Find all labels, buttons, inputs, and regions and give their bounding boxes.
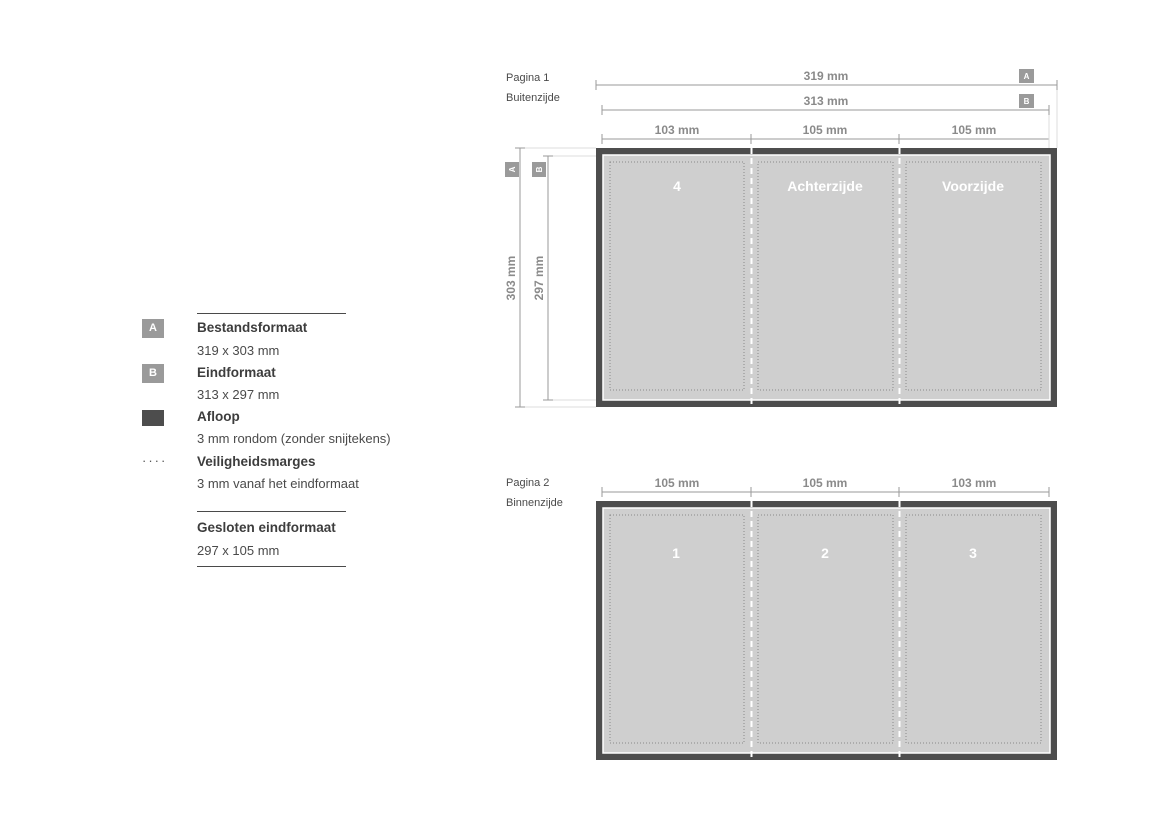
page1-badge-b <box>1019 94 1034 108</box>
page1-safety-margins <box>609 161 1042 391</box>
legend-final-format-title: Eindformaat <box>197 365 276 380</box>
page1-width-1: 103 mm <box>655 123 700 137</box>
page2-safety-margins <box>609 514 1042 744</box>
page1-dimension-lines <box>515 80 1058 408</box>
page1-side-badge-b <box>532 162 546 177</box>
page1-dim-a-label: 319 mm <box>804 69 849 83</box>
page2-panel-3-label: 3 <box>969 545 977 561</box>
badge-a: A <box>142 319 164 338</box>
page1-panel-3-label: Voorzijde <box>942 178 1004 194</box>
page1-badge-a-text: A <box>1024 72 1030 81</box>
page2-title: Pagina 2 <box>506 477 550 489</box>
legend-final-format-desc: 313 x 297 mm <box>197 387 280 402</box>
page2-final-format <box>602 507 1051 754</box>
legend-closed-desc: 297 x 105 mm <box>197 543 280 558</box>
page1-width-2: 105 mm <box>803 123 848 137</box>
page2-width-2: 105 mm <box>803 476 848 490</box>
page1-height-b: 297 mm <box>532 256 546 301</box>
page1-final-format <box>602 154 1051 401</box>
page1-side-badge-a <box>505 162 519 177</box>
badge-b: B <box>142 364 164 383</box>
page1-label: Pagina 1 Buitenzijde <box>506 68 560 108</box>
legend-mid-rule <box>197 511 346 512</box>
page2-subtitle: Binnenzijde <box>506 497 563 509</box>
page1-subtitle: Buitenzijde <box>506 92 560 104</box>
page1-height-a: 303 mm <box>504 256 518 301</box>
page1-fold-lines <box>750 148 901 407</box>
legend-top-rule <box>197 313 346 314</box>
page2-dimension-lines <box>601 487 1050 497</box>
page1-title: Pagina 1 <box>506 72 550 84</box>
page2-width-1: 105 mm <box>655 476 700 490</box>
safety-margin-symbol: ···· <box>142 453 168 468</box>
page1-badge-a <box>1019 69 1034 83</box>
legend-bottom-rule <box>197 566 346 567</box>
page1-panel-2-label: Achterzijde <box>787 178 863 194</box>
legend-file-format-title: Bestandsformaat <box>197 320 308 335</box>
legend-closed-title: Gesloten eindformaat <box>197 520 336 535</box>
legend-bleed-desc: 3 mm rondom (zonder snijtekens) <box>197 431 391 446</box>
legend-safety-desc: 3 mm vanaf het eindformaat <box>197 476 359 491</box>
page1-badge-b-text: B <box>1024 97 1030 106</box>
page1-side-badge-a-text: A <box>508 166 517 172</box>
page2-width-3: 103 mm <box>952 476 997 490</box>
page2-panel-2-label: 2 <box>821 545 829 561</box>
page1-side-badge-b-text: B <box>535 166 544 172</box>
page2-label: Pagina 2 Binnenzijde <box>506 473 563 513</box>
legend-safety-title: Veiligheidsmarges <box>197 454 316 469</box>
legend-file-format-desc: 319 x 303 mm <box>197 343 280 358</box>
page1-width-3: 105 mm <box>952 123 997 137</box>
page1-dim-b-label: 313 mm <box>804 94 849 108</box>
bleed-swatch <box>142 410 164 426</box>
page2-panel-1-label: 1 <box>672 545 680 561</box>
page2-fold-lines <box>750 501 901 760</box>
page1-panel-1-label: 4 <box>673 178 681 194</box>
legend-bleed-title: Afloop <box>197 409 240 424</box>
